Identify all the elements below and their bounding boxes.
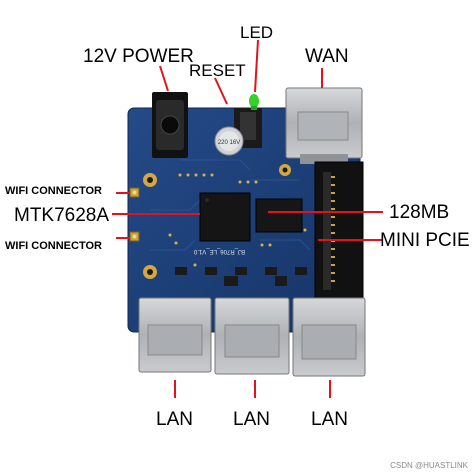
lan-ports xyxy=(138,297,366,377)
pcb-traces xyxy=(150,159,311,251)
cap-text: 220 16V xyxy=(218,140,240,146)
label-led: LED xyxy=(240,23,274,42)
leader-lines xyxy=(112,39,383,398)
wan-port xyxy=(285,87,363,164)
small-components xyxy=(175,267,307,286)
capacitor: 220 16V xyxy=(214,126,244,156)
label-128mb: 128MB xyxy=(389,202,450,223)
label-wan: WAN xyxy=(305,46,349,67)
label-wifi-connector-top: WIFI CONNECTOR xyxy=(5,185,102,197)
label-lan-3: LAN xyxy=(311,409,348,430)
label-12v-power: 12V POWER xyxy=(83,46,194,67)
mtk7628a-chip xyxy=(199,192,251,242)
label-lan-1: LAN xyxy=(156,409,193,430)
status-led xyxy=(249,94,259,110)
label-lan-2: LAN xyxy=(233,409,270,430)
ram-chip xyxy=(255,198,303,233)
power-jack xyxy=(152,92,188,158)
wifi-connectors xyxy=(129,187,140,242)
watermark: CSDN @HUASTLINK xyxy=(390,461,468,470)
label-mtk7628a: MTK7628A xyxy=(14,205,110,226)
label-reset: RESET xyxy=(189,61,246,80)
mini-pcie-slot xyxy=(314,161,364,299)
pcb-code: BJ_R706_LE_V1.0 xyxy=(193,248,245,254)
label-wifi-connector-bottom: WIFI CONNECTOR xyxy=(5,240,102,252)
label-mini-pcie: MINI PCIE xyxy=(380,230,470,251)
mounting-holes xyxy=(143,164,291,279)
